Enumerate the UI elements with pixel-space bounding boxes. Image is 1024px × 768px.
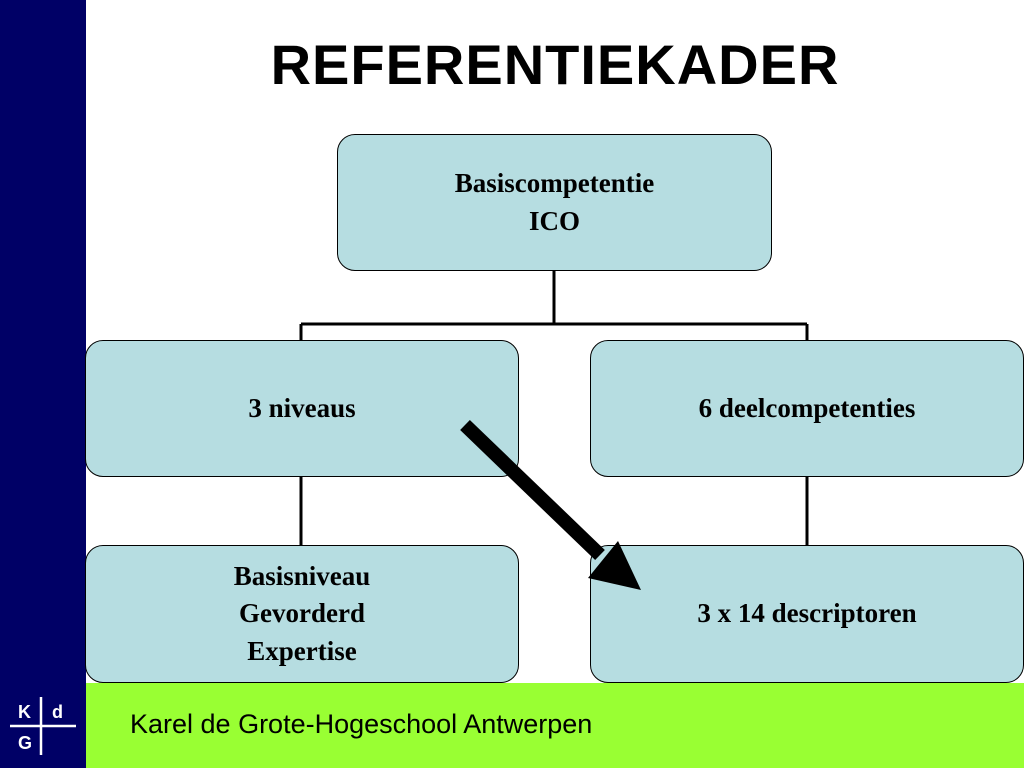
left-node-label: 3 niveaus [248, 392, 356, 423]
logo-letter-k: K [18, 702, 31, 722]
kdg-logo-mark: K d G [10, 697, 76, 755]
left-sidebar-band [0, 0, 86, 683]
logo-letter-g: G [18, 733, 32, 753]
footer-institution: Karel de Grote-Hogeschool Antwerpen [130, 709, 593, 739]
left-child-line-1: Basisniveau [233, 561, 371, 592]
logo-letter-d: d [52, 702, 63, 722]
root-line-1: Basiscompetentie [454, 168, 655, 199]
left-child-line-2: Gevorderd [239, 598, 365, 629]
kdg-logo: K d G [0, 683, 86, 768]
left-child-line-3: Expertise [247, 635, 357, 666]
root-node: Basiscompetentie ICO [337, 134, 772, 271]
diagonal-arrow-head [588, 541, 641, 590]
slide-title: REFERENTIEKADER [270, 33, 840, 96]
right-node: 6 deelcompetenties [590, 340, 1024, 477]
right-child-label: 3 x 14 descriptoren [697, 598, 917, 629]
diagonal-arrow-shaft [460, 419, 605, 561]
right-node-label: 6 deelcompetenties [698, 392, 916, 423]
root-line-2: ICO [528, 205, 580, 236]
right-child-node: 3 x 14 descriptoren [590, 545, 1024, 683]
footer-bar [86, 683, 1024, 768]
left-child-node: Basisniveau Gevorderd Expertise [85, 545, 519, 683]
left-node: 3 niveaus [85, 340, 519, 477]
